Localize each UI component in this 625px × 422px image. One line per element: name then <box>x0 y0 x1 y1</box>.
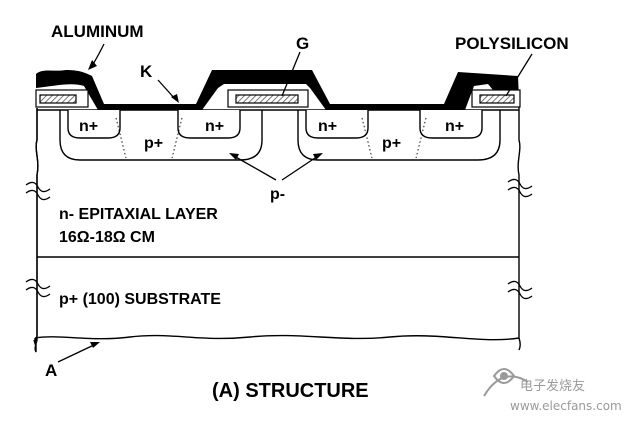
gate-label: G <box>296 34 309 53</box>
n-plus-region-3 <box>305 110 369 139</box>
arrowhead <box>313 153 323 160</box>
watermark-logo-icon <box>483 368 529 397</box>
poly-gate-hatched <box>235 94 299 104</box>
p-plus-label: p+ <box>144 135 163 152</box>
arrowhead <box>171 94 179 103</box>
junction-dotted-lines <box>115 117 427 159</box>
watermark-url: www.elecfans.com <box>510 399 622 413</box>
poly-gate-hatched <box>39 94 77 104</box>
figure-caption: (A) STRUCTURE <box>212 380 369 402</box>
n-plus-label: n+ <box>79 118 98 135</box>
watermark: 电子发烧友 www.elecfans.com <box>483 368 622 413</box>
anode-pointer <box>57 343 97 363</box>
break-marker-left-lower <box>25 278 51 298</box>
break-marker-right-lower <box>507 280 533 300</box>
junction-line <box>171 117 183 159</box>
junction-line <box>361 117 373 159</box>
anode-label: A <box>45 361 57 380</box>
break-marker-left-upper <box>25 181 51 201</box>
p-minus-well-left <box>59 110 263 161</box>
p-minus-wells <box>59 110 501 161</box>
junction-line <box>115 117 127 159</box>
p-minus-label: p- <box>270 186 285 203</box>
n-plus-region-2 <box>177 110 241 139</box>
arrowhead <box>229 153 239 160</box>
right-edge <box>517 100 521 351</box>
n-plus-regions <box>67 110 483 139</box>
arrowhead <box>88 60 97 70</box>
n-plus-label: n+ <box>445 118 464 135</box>
n-plus-region-1 <box>67 110 121 139</box>
aluminum-label: ALUMINUM <box>51 22 144 41</box>
n-plus-label: n+ <box>318 118 337 135</box>
polysilicon-pointer <box>505 53 533 97</box>
n-plus-region-4 <box>419 110 483 139</box>
arrowheads <box>88 60 323 348</box>
epitaxial-resistivity-label: 16Ω-18Ω CM <box>59 229 155 246</box>
left-edge-main <box>34 108 39 344</box>
cathode-label: K <box>140 62 153 81</box>
aluminum-layer <box>36 70 519 110</box>
poly-gate-hatched <box>479 94 515 104</box>
polysilicon-label: POLYSILICON <box>455 34 569 53</box>
p-minus-well-right <box>297 110 501 161</box>
p-minus-pointer-left <box>233 155 277 181</box>
epitaxial-layer-label: n- EPITAXIAL LAYER <box>59 206 218 223</box>
p-minus-pointer-right <box>281 155 319 181</box>
n-plus-label: n+ <box>205 118 224 135</box>
gate-pointer <box>281 51 301 97</box>
break-marker-right-upper <box>507 178 533 198</box>
arrowhead <box>90 342 100 348</box>
bottom-edge <box>34 334 520 341</box>
junction-line <box>415 117 427 159</box>
polysilicon-gates <box>35 89 521 108</box>
break-markers <box>25 178 533 300</box>
watermark-text: 电子发烧友 <box>520 378 585 394</box>
substrate-label: p+ (100) SUBSTRATE <box>59 291 221 308</box>
p-plus-label: p+ <box>382 135 401 152</box>
